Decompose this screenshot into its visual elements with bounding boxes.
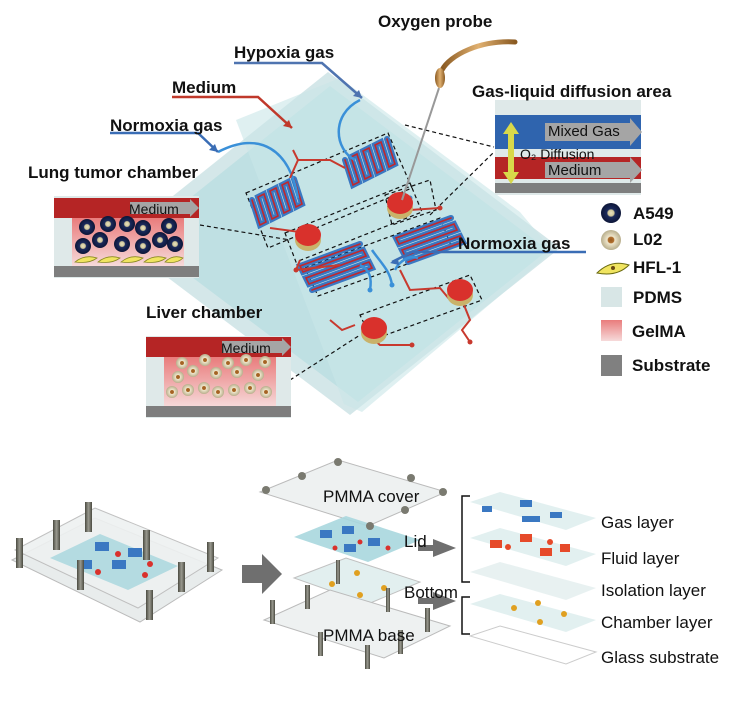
culture-chambers [295, 192, 473, 344]
gas-channels [217, 98, 419, 291]
lung-tumor-chamber-label: Lung tumor chamber [28, 163, 199, 182]
lung-tumor-chamber-panel [54, 196, 199, 278]
legend-label-substrate: Substrate [632, 356, 711, 375]
lung-medium-text: Medium [129, 201, 179, 217]
layer-label-glass-substrate: Glass substrate [601, 648, 720, 667]
lid-label: Lid [404, 532, 427, 551]
medium-arrow [545, 157, 642, 183]
hypoxia-gas-label: Hypoxia gas [234, 43, 335, 62]
lid-bracket [461, 495, 470, 583]
liver-chamber-panel [146, 336, 291, 418]
fluid-layer-sheet [470, 528, 596, 566]
o2-diffusion-text: O₂ Diffusion [520, 146, 595, 162]
l02-cell-icon [601, 230, 621, 250]
normoxia-gas-label-left: Normoxia gas [110, 116, 223, 135]
exploded-view [258, 458, 598, 669]
o2-diffusion-arrow-icon [503, 122, 519, 184]
normoxia-gas-label-right: Normoxia gas [458, 234, 571, 253]
gelma-swatch [601, 320, 622, 341]
oxygen-probe-icon [401, 39, 518, 201]
pmma-cover-label: PMMA cover [323, 487, 420, 506]
layer-label-isolation: Isolation layer [601, 581, 706, 600]
layer-label-chamber: Chamber layer [601, 613, 713, 632]
pdms-chip [118, 72, 560, 415]
legend-label-pdms: PDMS [633, 288, 683, 307]
a549-cells [75, 216, 183, 254]
legend-label-gelma: GelMA [632, 322, 686, 341]
hfl1-cells [74, 256, 184, 263]
bottom-bracket [461, 596, 470, 635]
diffusion-panel [495, 100, 642, 195]
bottom-arrow-icon [418, 592, 456, 610]
l02-cells [166, 354, 272, 398]
layer-label-fluid: Fluid layer [601, 549, 680, 568]
legend-label-hfl1: HFL-1 [633, 258, 682, 277]
chip-illustration [54, 39, 642, 418]
liver-medium-text: Medium [221, 340, 271, 356]
medium-label: Medium [172, 78, 237, 97]
gas-liquid-diffusion-label: Gas-liquid diffusion area [472, 82, 672, 101]
pdms-swatch [601, 287, 622, 307]
a549-cell-icon [601, 203, 621, 223]
bottom-label: Bottom [404, 583, 458, 602]
legend-swatches [595, 203, 630, 376]
mixed-gas-text: Mixed Gas [548, 123, 620, 140]
label-pointers [110, 61, 586, 265]
chamber-layer-sheet [470, 594, 596, 632]
liver-chamber-label: Liver chamber [146, 303, 263, 322]
oxygen-probe-label: Oxygen probe [378, 12, 493, 31]
channel-ports [293, 205, 473, 348]
legend-label-a549: A549 [633, 204, 674, 223]
diffusion-medium-text: Medium [548, 162, 602, 179]
pmma-base-label: PMMA base [323, 626, 415, 645]
mixed-gas-arrow [545, 118, 642, 146]
layer-label-gas: Gas layer [601, 513, 674, 532]
assembly-arrow-icon [242, 554, 282, 594]
gas-layer-sheet [470, 492, 596, 530]
assembled-device [10, 502, 224, 623]
substrate-swatch [601, 355, 622, 376]
lid-arrow-icon [418, 539, 456, 557]
assembly-illustration [10, 458, 598, 669]
glass-substrate-sheet [468, 625, 598, 665]
legend-label-l02: L02 [633, 230, 663, 249]
isolation-layer-sheet [470, 562, 596, 600]
